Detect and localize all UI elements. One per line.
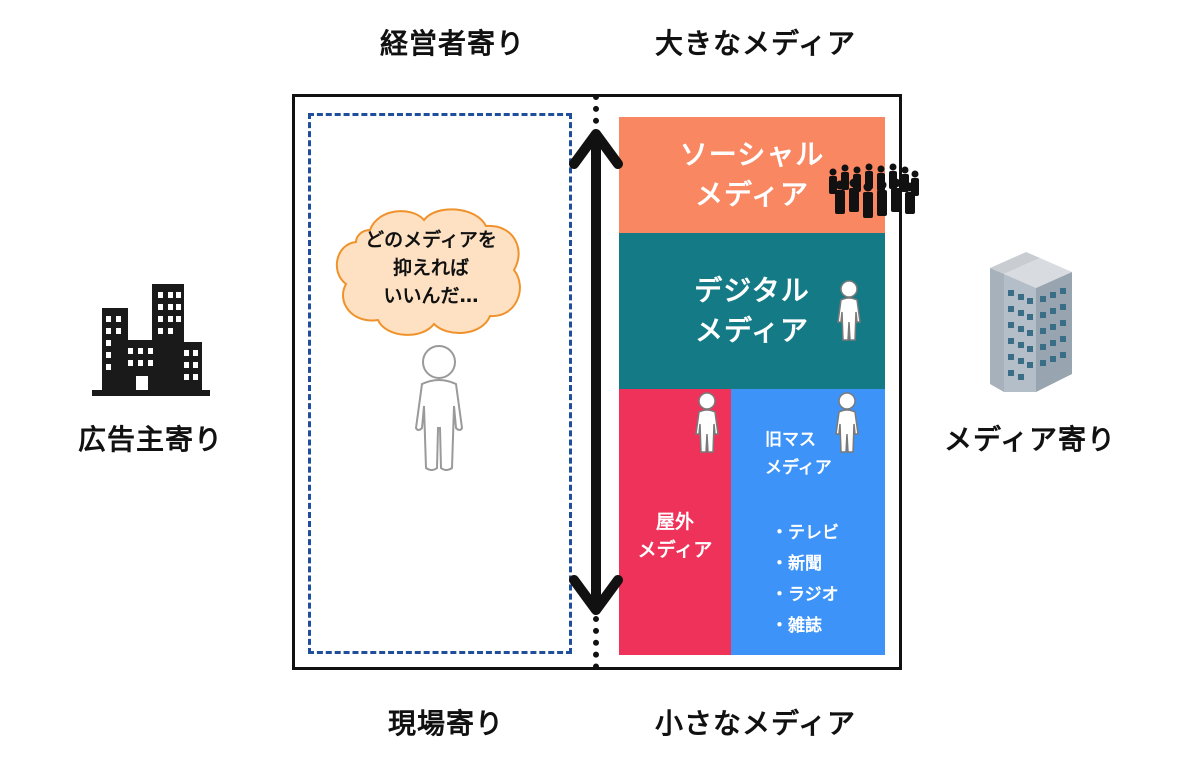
label-executive-side: 経営者寄り: [380, 27, 526, 60]
label-large-media: 大きなメディア: [655, 27, 857, 60]
mass-media-list: ・テレビ ・新聞 ・ラジオ ・雑誌: [771, 518, 839, 642]
digital-media-line-2: メディア: [694, 314, 810, 347]
list-item-radio: ・ラジオ: [771, 585, 839, 605]
outdoor-media-line-1: 屋外: [655, 511, 694, 533]
city-buildings-icon: [92, 284, 210, 396]
person-icon: [695, 392, 719, 453]
double-arrow-icon: [569, 129, 623, 615]
social-media-line-1: ソーシャル: [679, 138, 825, 171]
list-item-newspaper: ・新聞: [771, 554, 822, 574]
label-advertiser-side: 広告主寄り: [78, 423, 224, 456]
thought-line-1: どのメディアを: [365, 229, 497, 251]
field-area-box: [308, 113, 572, 654]
outdoor-media-line-2: メディア: [637, 539, 713, 561]
thought-bubble-text: どのメディアを 抑えれば いいんだ…: [346, 226, 516, 310]
list-item-tv: ・テレビ: [771, 523, 839, 543]
label-small-media: 小さなメディア: [655, 707, 857, 740]
list-item-magazine: ・雑誌: [771, 616, 822, 636]
person-icon: [835, 392, 859, 453]
thought-line-2: 抑えれば: [392, 257, 469, 279]
person-icon: [837, 280, 861, 341]
office-tower-icon: [990, 252, 1072, 392]
digital-media-line-1: デジタル: [694, 274, 810, 307]
thought-cloud-icon: [336, 208, 521, 336]
label-field-side: 現場寄り: [388, 707, 505, 740]
person-icon: [414, 345, 464, 471]
social-media-block: ソーシャル メディア: [619, 117, 885, 233]
label-media-side: メディア寄り: [944, 423, 1117, 456]
thought-line-3: いいんだ…: [383, 285, 479, 307]
social-media-line-2: メディア: [694, 178, 810, 211]
crowd-icon: [829, 163, 919, 218]
mass-media-block: 旧マス メディア: [731, 389, 885, 655]
mass-media-line-1: 旧マス: [765, 430, 816, 450]
mass-media-line-2: メディア: [765, 458, 832, 478]
